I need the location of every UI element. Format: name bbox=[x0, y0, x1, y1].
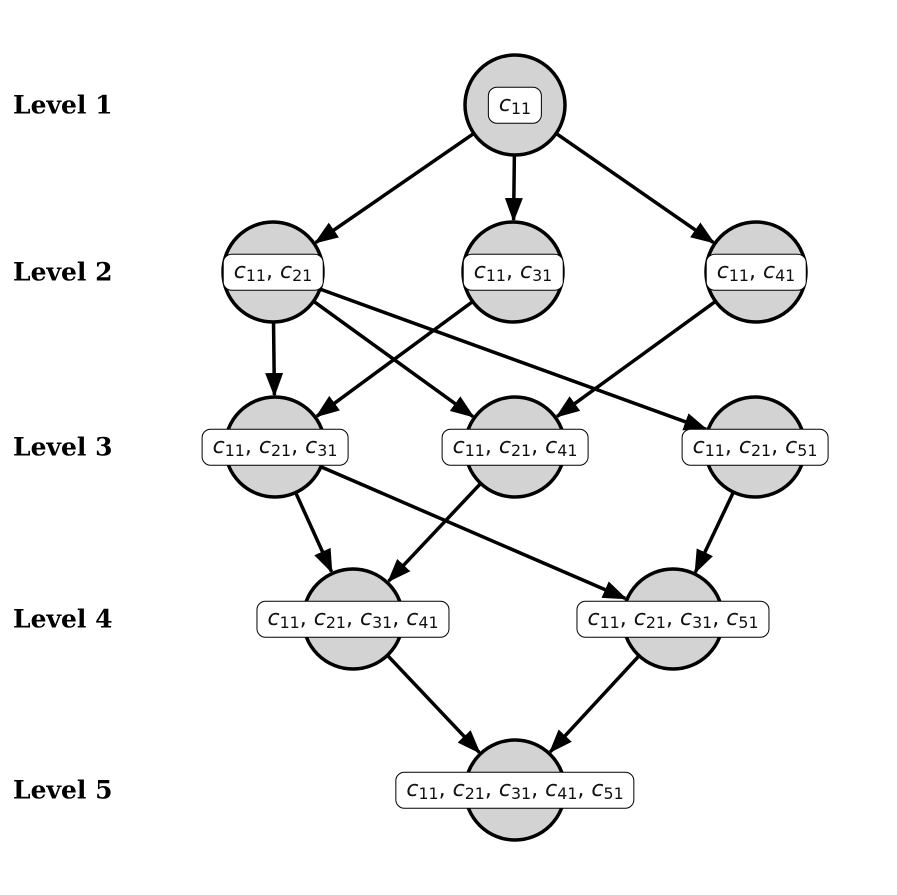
edge-12-to-123 bbox=[265, 319, 284, 397]
node-label-12345: c11, c21, c31, c41, c51 bbox=[395, 771, 635, 809]
edge-1-to-14 bbox=[553, 130, 715, 244]
edge-1235-to-12345 bbox=[548, 653, 642, 754]
node-label-125: c11, c21, c51 bbox=[681, 428, 829, 466]
edge-12-to-125 bbox=[317, 286, 708, 431]
edges-layer bbox=[265, 130, 736, 754]
node-label-124: c11, c21, c41 bbox=[441, 428, 589, 466]
edge-1234-to-12345 bbox=[384, 652, 481, 754]
level-label: Level 3 bbox=[13, 432, 113, 462]
edge-125-to-1235 bbox=[693, 489, 736, 574]
edge-123-to-1234 bbox=[293, 489, 334, 574]
node-label-1: c11 bbox=[487, 86, 543, 124]
node-label-14: c11, c41 bbox=[705, 253, 807, 291]
level-label: Level 2 bbox=[13, 257, 113, 287]
edge-124-to-1234 bbox=[387, 480, 484, 583]
edge-1-to-13 bbox=[504, 152, 523, 222]
level-label: Level 4 bbox=[13, 604, 113, 634]
level-label: Level 5 bbox=[13, 775, 113, 805]
level-label: Level 1 bbox=[13, 90, 113, 120]
edge-13-to-123 bbox=[315, 298, 476, 418]
edge-12-to-124 bbox=[310, 298, 475, 418]
edge-14-to-124 bbox=[555, 298, 719, 418]
node-label-1234: c11, c21, c31, c41 bbox=[256, 600, 450, 638]
node-label-1235: c11, c21, c31, c51 bbox=[576, 600, 770, 638]
node-label-123: c11, c21, c31 bbox=[201, 428, 349, 466]
node-label-13: c11, c31 bbox=[462, 253, 564, 291]
node-label-12: c11, c21 bbox=[222, 253, 324, 291]
edge-123-to-1235 bbox=[318, 464, 628, 601]
edge-1-to-12 bbox=[314, 130, 477, 244]
